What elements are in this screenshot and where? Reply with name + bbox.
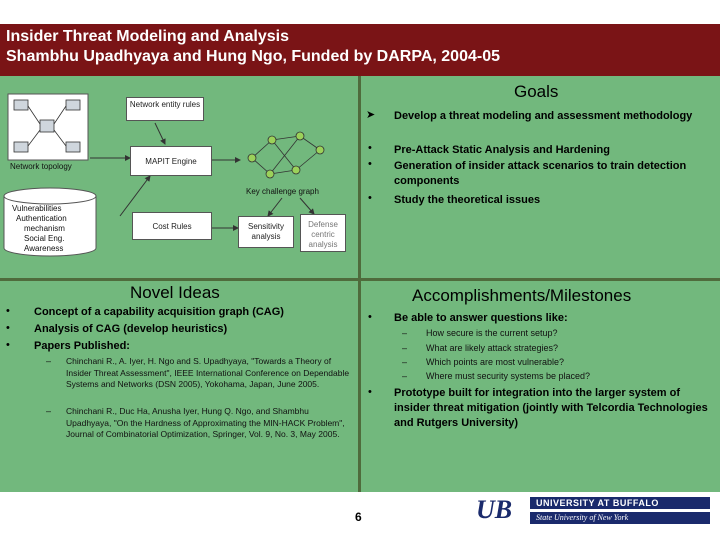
dash-icon: –	[402, 371, 408, 381]
vulnerability-item: Authentication	[16, 214, 67, 223]
slide-subtitle: Shambhu Upadhyaya and Hung Ngo, Funded b…	[6, 48, 500, 65]
ub-monogram-icon: UB	[464, 494, 524, 524]
horizontal-divider	[0, 278, 720, 281]
accomplishment-item: Be able to answer questions like:	[394, 312, 568, 324]
question-item: Which points are most vulnerable?	[426, 357, 565, 367]
defense-centric-analysis-label: Defense centric analysis	[308, 220, 338, 249]
mapit-engine-box: MAPIT Engine	[130, 146, 212, 176]
vulnerability-item: Social Eng.	[24, 234, 65, 243]
accomplishments-heading: Accomplishments/Milestones	[412, 286, 632, 305]
novel-ideas-panel	[0, 281, 358, 492]
dash-icon: –	[46, 406, 52, 416]
network-entity-rules-box: Network entity rules	[126, 97, 204, 121]
bullet-icon: •	[368, 142, 372, 154]
novel-ideas-heading: Novel Ideas	[130, 283, 220, 302]
goal-item: Develop a threat modeling and assessment…	[394, 110, 693, 122]
goals-panel	[361, 76, 720, 278]
vulnerabilities-cylinder	[3, 187, 97, 257]
computer-icon	[13, 99, 81, 153]
bullet-icon: •	[6, 322, 10, 334]
logo-monogram-text: UB	[476, 495, 512, 524]
question-item: What are likely attack strategies?	[426, 343, 559, 353]
logo-university-name: UNIVERSITY AT BUFFALO	[536, 498, 659, 508]
title-bar: Insider Threat Modeling and Analysis Sha…	[0, 24, 720, 76]
bullet-icon: •	[6, 339, 10, 351]
key-challenge-graph	[247, 131, 325, 179]
mapit-engine-label: MAPIT Engine	[145, 157, 197, 166]
network-topology-label: Network topology	[10, 162, 72, 171]
diagram-graphics	[7, 93, 325, 231]
bullet-icon: •	[6, 305, 10, 317]
sensitivity-analysis-box: Sensitivity analysis	[238, 216, 294, 248]
cost-rules-box: Cost Rules	[132, 212, 212, 240]
question-item: How secure is the current setup?	[426, 328, 558, 338]
dash-icon: –	[46, 356, 52, 366]
dash-icon: –	[402, 357, 408, 367]
goal-item: Pre-Attack Static Analysis and Hardening	[394, 144, 610, 156]
key-challenge-graph-label: Key challenge graph	[246, 187, 319, 196]
network-entity-rules-label: Network entity rules	[129, 100, 201, 109]
question-item: Where must security systems be placed?	[426, 371, 591, 381]
novel-idea-item: Concept of a capability acquisition grap…	[34, 306, 284, 318]
paper-reference: Chinchani R., A. Iyer, H. Ngo and S. Upa…	[66, 356, 350, 389]
dash-icon: –	[402, 328, 408, 338]
goal-item: Study the theoretical issues	[394, 194, 541, 206]
bullet-icon: •	[368, 192, 372, 204]
dash-icon: –	[402, 343, 408, 353]
sensitivity-analysis-label: Sensitivity analysis	[247, 222, 284, 241]
vulnerability-item: Vulnerabilities	[12, 204, 62, 213]
slide-title: Insider Threat Modeling and Analysis	[6, 28, 290, 45]
paper-reference: Chinchani R., Duc Ha, Anusha Iyer, Hung …	[66, 406, 345, 439]
vulnerability-item: mechanism	[24, 224, 65, 233]
network-links	[27, 105, 67, 147]
arrow-rules-to-engine	[154, 122, 166, 145]
logo-suny-name: State University of New York	[536, 513, 629, 522]
bullet-icon: •	[368, 311, 372, 323]
accomplishment-item: Prototype built for integration into the…	[394, 387, 708, 429]
ub-logo: UB	[464, 494, 524, 524]
vulnerability-item: Awareness	[24, 244, 64, 253]
arrow-vulnerabilities-to-engine	[119, 175, 151, 217]
defense-centric-analysis-box: Defense centric analysis	[300, 214, 346, 252]
goals-heading: Goals	[514, 82, 559, 101]
logo-bar-top: UNIVERSITY AT BUFFALO	[530, 497, 710, 509]
goal-item: Generation of insider attack scenarios t…	[394, 160, 687, 187]
page-number: 6	[355, 510, 362, 524]
accomplishments-panel	[361, 281, 720, 492]
arrow-bullet-icon: ➤	[366, 109, 376, 121]
cost-rules-label: Cost Rules	[152, 222, 192, 231]
logo-bar-bottom: State University of New York	[530, 512, 710, 524]
top-strip	[0, 0, 720, 24]
novel-idea-item: Papers Published:	[34, 340, 130, 352]
bullet-icon: •	[368, 386, 372, 398]
arrow-graph-to-defense	[299, 197, 315, 215]
vertical-divider	[358, 76, 361, 492]
novel-idea-item: Analysis of CAG (develop heuristics)	[34, 323, 228, 335]
arrow-graph-to-sensitivity	[267, 197, 283, 217]
bullet-icon: •	[368, 158, 372, 170]
